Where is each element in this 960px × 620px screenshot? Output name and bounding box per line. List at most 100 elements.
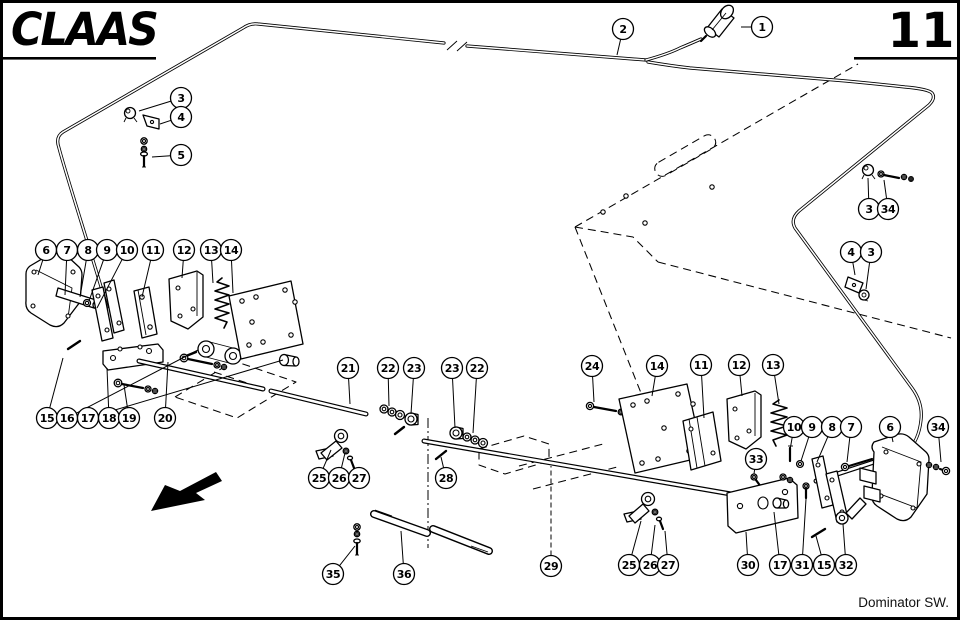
callout-circle[interactable] xyxy=(876,197,900,221)
callout-23[interactable]: 23 xyxy=(440,356,464,429)
callout-12[interactable]: 12 xyxy=(172,238,196,279)
leader-line xyxy=(815,535,822,556)
callout-circle[interactable] xyxy=(768,553,792,577)
callout-circle[interactable] xyxy=(115,238,139,262)
callout-28[interactable]: 28 xyxy=(434,456,458,490)
callout-3[interactable]: 3 xyxy=(857,177,881,221)
callout-circle[interactable] xyxy=(117,406,141,430)
callout-17[interactable]: 17 xyxy=(768,511,792,577)
callout-34[interactable]: 34 xyxy=(926,415,950,463)
callout-circle[interactable] xyxy=(812,553,836,577)
callout-circle[interactable] xyxy=(434,466,458,490)
callout-4[interactable]: 4 xyxy=(159,105,193,129)
callout-27[interactable]: 27 xyxy=(347,461,371,490)
callout-26[interactable]: 26 xyxy=(327,452,351,490)
callout-circle[interactable] xyxy=(580,354,604,378)
callout-11[interactable]: 11 xyxy=(689,353,713,419)
callout-circle[interactable] xyxy=(440,356,464,380)
callout-18[interactable]: 18 xyxy=(97,367,121,430)
leader-line xyxy=(650,524,656,555)
callout-circle[interactable] xyxy=(744,447,768,471)
callout-circle[interactable] xyxy=(736,553,760,577)
callout-23[interactable]: 23 xyxy=(402,356,426,415)
callout-number: 20 xyxy=(158,412,173,425)
callout-5[interactable]: 5 xyxy=(151,143,193,167)
callout-22[interactable]: 22 xyxy=(465,356,489,434)
callout-20[interactable]: 20 xyxy=(153,361,177,430)
callout-8[interactable]: 8 xyxy=(76,238,100,298)
callout-circle[interactable] xyxy=(402,356,426,380)
callout-10[interactable]: 10 xyxy=(782,415,806,451)
callout-circle[interactable] xyxy=(169,143,193,167)
callout-35[interactable]: 35 xyxy=(321,545,356,586)
callout-circle[interactable] xyxy=(656,553,680,577)
callout-circle[interactable] xyxy=(465,356,489,380)
callout-circle[interactable] xyxy=(834,553,858,577)
callout-circle[interactable] xyxy=(376,356,400,380)
callout-9[interactable]: 9 xyxy=(800,415,824,462)
callout-14[interactable]: 14 xyxy=(645,354,669,397)
callout-16[interactable]: 16 xyxy=(55,349,199,430)
leader-line xyxy=(816,436,829,463)
callout-17[interactable]: 17 xyxy=(76,359,284,430)
callout-30[interactable]: 30 xyxy=(736,531,760,577)
callout-circle[interactable] xyxy=(790,553,814,577)
callout-19[interactable]: 19 xyxy=(117,384,141,430)
callout-9[interactable]: 9 xyxy=(88,238,119,302)
callout-27[interactable]: 27 xyxy=(656,530,680,577)
callout-1[interactable]: 1 xyxy=(741,15,774,39)
callout-25[interactable]: 25 xyxy=(307,449,332,490)
callout-11[interactable]: 11 xyxy=(141,238,165,298)
callout-circle[interactable] xyxy=(645,354,669,378)
bolt-19 xyxy=(113,378,159,395)
callout-36[interactable]: 36 xyxy=(392,530,416,586)
callout-13[interactable]: 13 xyxy=(761,353,785,405)
callout-circle[interactable] xyxy=(392,562,416,586)
callout-number: 34 xyxy=(931,421,946,434)
callout-circle[interactable] xyxy=(926,415,950,439)
leader-line xyxy=(789,437,793,451)
callout-31[interactable]: 31 xyxy=(790,498,814,577)
callout-circle[interactable] xyxy=(878,415,902,439)
callout-circle[interactable] xyxy=(859,240,883,264)
callout-15[interactable]: 15 xyxy=(35,357,64,430)
callout-21[interactable]: 21 xyxy=(336,356,360,405)
callout-3[interactable]: 3 xyxy=(859,240,883,290)
callout-7[interactable]: 7 xyxy=(839,415,863,463)
callout-32[interactable]: 32 xyxy=(834,523,858,577)
callout-circle[interactable] xyxy=(727,353,751,377)
callout-circle[interactable] xyxy=(689,353,713,377)
callout-circle[interactable] xyxy=(347,466,371,490)
callout-circle[interactable] xyxy=(539,554,563,578)
callout-circle[interactable] xyxy=(336,356,360,380)
callout-2[interactable]: 2 xyxy=(611,17,635,56)
callout-25[interactable]: 25 xyxy=(617,520,642,577)
callout-circle[interactable] xyxy=(321,562,345,586)
callout-circle[interactable] xyxy=(153,406,177,430)
callout-circle[interactable] xyxy=(169,105,193,129)
callout-12[interactable]: 12 xyxy=(727,353,751,397)
callout-circle[interactable] xyxy=(172,238,196,262)
callout-circle[interactable] xyxy=(761,353,785,377)
callout-circle[interactable] xyxy=(750,15,774,39)
callout-4[interactable]: 4 xyxy=(839,240,863,276)
callout-number: 36 xyxy=(397,568,412,581)
leader-line xyxy=(123,384,128,408)
callout-10[interactable]: 10 xyxy=(96,238,139,309)
callout-number: 6 xyxy=(886,421,894,434)
callout-14[interactable]: 14 xyxy=(219,238,243,294)
callout-15[interactable]: 15 xyxy=(812,535,836,577)
callout-6[interactable]: 6 xyxy=(878,415,902,443)
callout-33[interactable]: 33 xyxy=(744,447,768,475)
callout-circle[interactable] xyxy=(611,17,635,41)
callout-34[interactable]: 34 xyxy=(876,179,900,221)
callout-6[interactable]: 6 xyxy=(34,238,58,276)
callout-24[interactable]: 24 xyxy=(580,354,604,403)
callout-circle[interactable] xyxy=(219,238,243,262)
bowden-cable xyxy=(56,22,936,454)
callout-22[interactable]: 22 xyxy=(376,356,400,407)
callout-circle[interactable] xyxy=(839,415,863,439)
callout-29[interactable]: 29 xyxy=(539,466,563,578)
washer-set-22-right xyxy=(462,432,489,449)
callout-circle[interactable] xyxy=(141,238,165,262)
